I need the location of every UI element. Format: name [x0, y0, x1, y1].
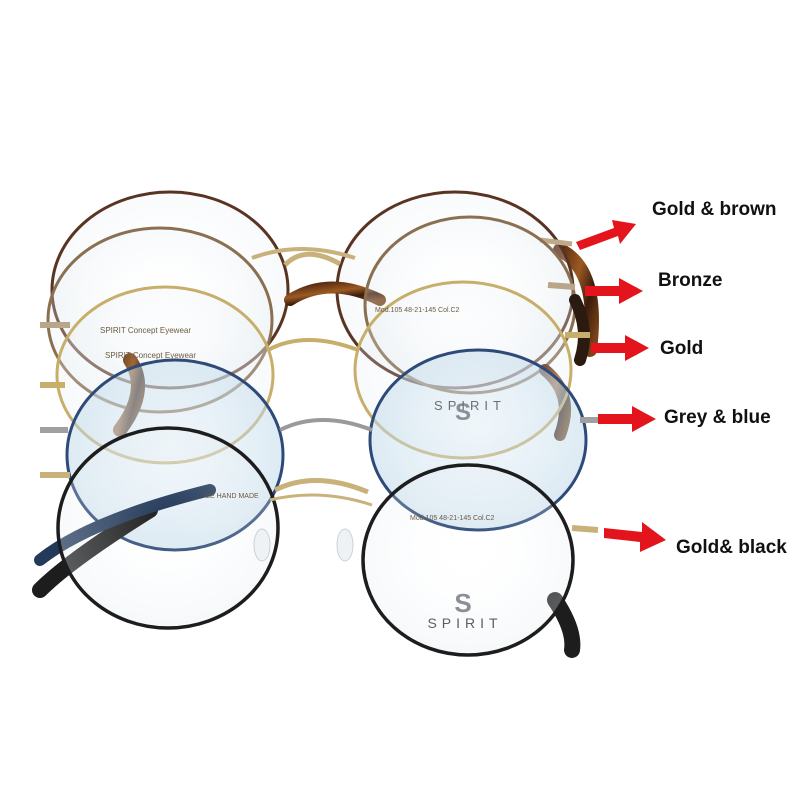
label-grey-blue: Grey & blue — [664, 407, 771, 428]
arrow-gold-black-icon — [604, 522, 666, 552]
label-gold: Gold — [660, 338, 704, 359]
temple-print-2: SPIRIT Concept Eyewear — [105, 351, 196, 360]
monogram-front: S — [454, 588, 471, 618]
arrow-grey-blue-icon — [598, 406, 656, 432]
label-gold-black: Gold& black — [676, 537, 787, 558]
lens-markings: S SPIRIT S SPIRIT SPIRIT Concept Eyewear… — [100, 307, 506, 631]
ce-mark-print: CE HAND MADE — [205, 493, 259, 500]
arrow-gold-brown-icon — [576, 220, 636, 250]
model-print-2: Mod.105 48-21-145 Col.C2 — [410, 515, 495, 522]
model-print-1: Mod.105 48-21-145 Col.C2 — [375, 307, 460, 314]
arrow-bronze-icon — [585, 278, 643, 304]
temple-print-1: SPIRIT Concept Eyewear — [100, 326, 191, 335]
brand-back: SPIRIT — [434, 398, 506, 413]
monogram-back: S — [455, 399, 471, 426]
label-bronze: Bronze — [658, 270, 723, 291]
brand-front: SPIRIT — [427, 615, 502, 631]
frame-gold-black — [32, 426, 599, 658]
arrow-gold-icon — [591, 335, 649, 361]
label-gold-brown: Gold & brown — [652, 199, 777, 220]
